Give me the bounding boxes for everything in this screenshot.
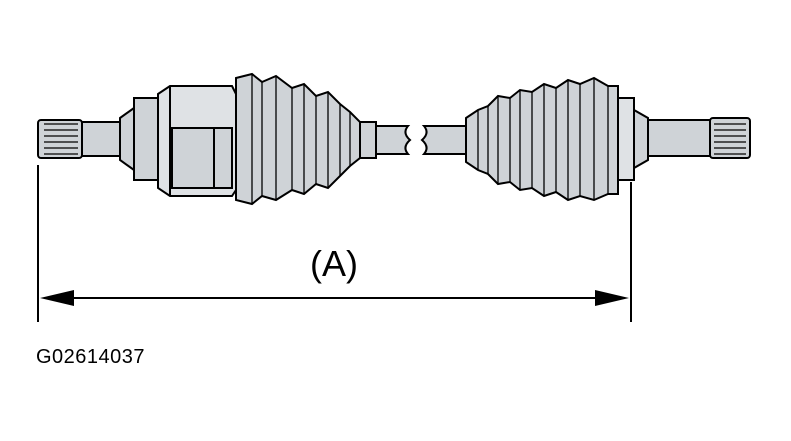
right-arrowhead xyxy=(595,290,629,306)
left-shaft xyxy=(359,121,412,159)
right-neck xyxy=(647,119,711,157)
right-joint-assembly xyxy=(617,97,751,181)
left-housing-flat xyxy=(171,127,233,189)
right-shaft xyxy=(420,125,467,155)
left-arrowhead xyxy=(40,290,74,306)
left-joint-assembly xyxy=(37,85,237,197)
left-spline-stub xyxy=(37,119,83,159)
right-shoulder xyxy=(633,108,649,170)
left-shoulder xyxy=(119,106,135,172)
right-boot xyxy=(465,76,619,202)
left-neck xyxy=(81,121,121,157)
dimension-label: (A) xyxy=(310,243,358,284)
figure-id: G02614037 xyxy=(36,346,146,368)
right-collar xyxy=(617,97,635,181)
right-spline-stub xyxy=(709,117,751,159)
dimension-a: (A) xyxy=(37,165,632,322)
left-boot xyxy=(235,72,361,206)
left-collar xyxy=(133,97,159,181)
